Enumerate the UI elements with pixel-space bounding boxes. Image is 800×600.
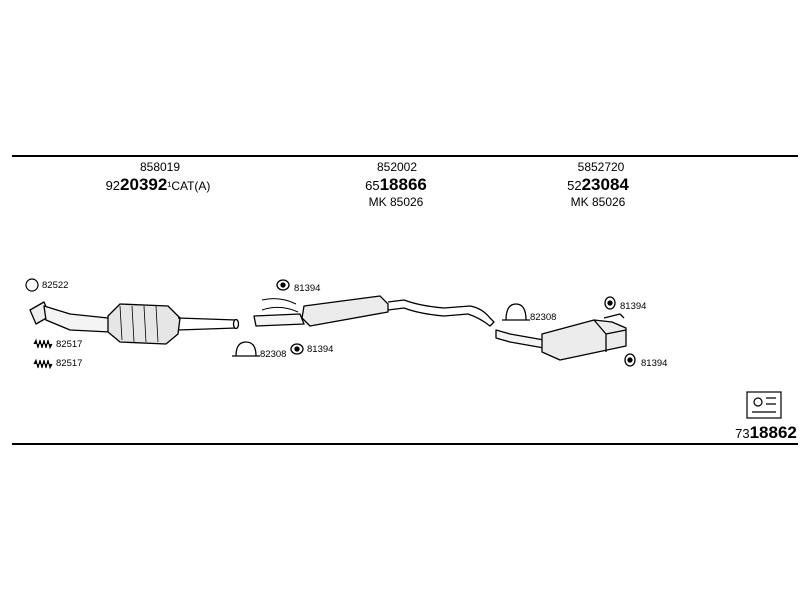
hanger-icon-2 — [290, 343, 304, 355]
callout-ring: 82522 — [42, 280, 69, 291]
middle-outlet-pipe — [387, 299, 495, 327]
spring-icon-b — [33, 358, 53, 370]
hanger-icon-3 — [604, 296, 616, 310]
ring-icon — [25, 278, 39, 292]
kit-middle: MK 85026 — [368, 195, 424, 209]
clamp-icon-2 — [502, 303, 530, 321]
part-rear-silencer[interactable]: 5223084 — [567, 176, 629, 194]
bottom-rule — [12, 443, 798, 445]
callout-hanger-1: 81394 — [294, 283, 321, 294]
part-catalyst-suffix: ¹CAT(A) — [167, 179, 211, 193]
callout-clamp-1: 82308 — [260, 349, 287, 360]
hanger-icon-4 — [624, 353, 636, 367]
hanger-icon-1 — [276, 279, 290, 291]
front-pipe — [43, 305, 111, 333]
part-catalyst[interactable]: 9220392¹CAT(A) — [106, 176, 211, 194]
tail-pipe — [603, 313, 625, 319]
middle-silencer — [301, 295, 389, 327]
catalyst-outlet-pipe — [177, 317, 237, 331]
callout-hanger-4: 81394 — [641, 358, 668, 369]
callout-spring-a: 82517 — [56, 339, 83, 350]
top-rule — [12, 155, 798, 157]
rear-inlet-pipe — [495, 329, 545, 349]
callout-hanger-2: 81394 — [307, 344, 334, 355]
part-rear-number: 23084 — [581, 175, 629, 194]
part-middle-number: 18866 — [379, 175, 427, 194]
ref-5852720: 5852720 — [577, 160, 625, 174]
part-catalyst-prefix: 92 — [105, 178, 121, 193]
callout-hanger-3: 81394 — [620, 301, 647, 312]
middle-inlet-pipe — [253, 313, 305, 327]
footer-number: 18862 — [749, 423, 797, 442]
catalyst — [107, 303, 181, 345]
footer-prefix: 73 — [735, 426, 750, 441]
kit-icon — [746, 391, 782, 419]
callout-clamp-2: 82308 — [530, 312, 557, 323]
spring-icon-a — [33, 338, 53, 350]
clamp-icon-1 — [232, 341, 260, 357]
ref-852002: 852002 — [376, 160, 418, 174]
rear-silencer — [541, 319, 627, 361]
part-middle-silencer[interactable]: 6518866 — [365, 176, 427, 194]
part-rear-prefix: 52 — [567, 178, 582, 193]
part-catalyst-number: 20392 — [120, 175, 168, 194]
part-middle-prefix: 65 — [365, 178, 380, 193]
kit-rear: MK 85026 — [570, 195, 626, 209]
callout-spring-b: 82517 — [56, 358, 83, 369]
footer-kit-number[interactable]: 7318862 — [735, 424, 797, 442]
ref-858019: 858019 — [139, 160, 181, 174]
